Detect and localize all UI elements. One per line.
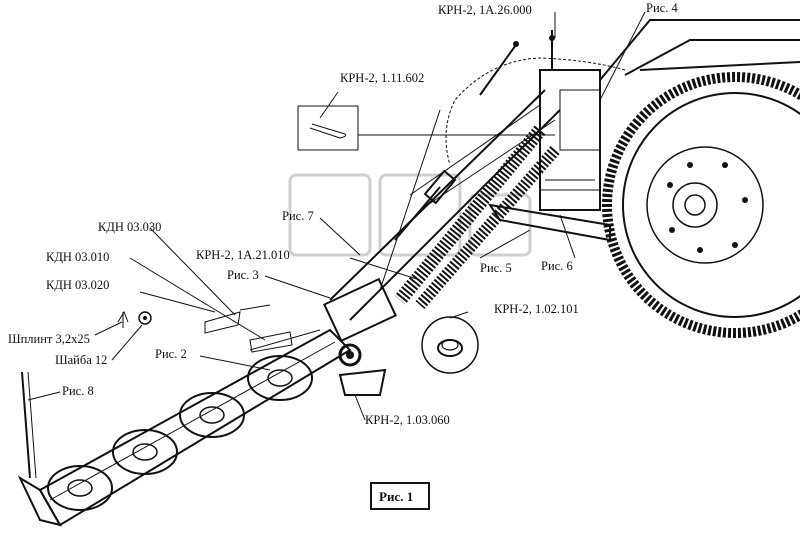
label-kdn-03030: КДН 03.030 bbox=[98, 220, 161, 234]
bracket-kdn-03010 bbox=[249, 331, 293, 353]
tractor-body bbox=[599, 19, 800, 81]
gearbox bbox=[323, 277, 397, 396]
label-krn-111602: КРН-2, 1.11.602 bbox=[340, 71, 424, 85]
label-krn-1a26000: КРН-2, 1А.26.000 bbox=[438, 3, 532, 17]
label-shplint: Шплинт 3,2х25 bbox=[8, 332, 90, 346]
side-shoe bbox=[21, 371, 37, 479]
spring-lower bbox=[415, 146, 560, 309]
lift-chain bbox=[445, 57, 626, 166]
label-ris8: Рис. 8 bbox=[62, 384, 94, 398]
lift-rod bbox=[479, 41, 519, 96]
hydraulic-cylinder bbox=[394, 169, 457, 241]
label-krn-103060: КРН-2, 1.03.060 bbox=[365, 413, 450, 427]
label-ris3: Рис. 3 bbox=[227, 268, 259, 282]
bracket-kdn-03030 bbox=[204, 304, 271, 334]
figure-label: Рис. 1 bbox=[379, 489, 413, 504]
label-ris2: Рис. 2 bbox=[155, 347, 187, 361]
label-ris4: Рис. 4 bbox=[646, 1, 678, 15]
tractor-wheel bbox=[602, 72, 800, 338]
label-krn-102101: КРН-2, 1.02.101 bbox=[494, 302, 579, 316]
label-ris5: Рис. 5 bbox=[480, 261, 512, 275]
cotter-pin-icon bbox=[117, 310, 129, 328]
hitch-frame bbox=[487, 30, 611, 242]
spring-upper bbox=[394, 125, 546, 305]
label-ris7: Рис. 7 bbox=[282, 209, 314, 223]
label-kdn-03020: КДН 03.020 bbox=[46, 278, 109, 292]
washer-icon bbox=[138, 311, 152, 325]
figure-label-box: Рис. 1 bbox=[370, 482, 430, 510]
lift-rod-end bbox=[513, 41, 519, 47]
cutter-discs bbox=[47, 355, 313, 511]
label-shaiba: Шайба 12 bbox=[55, 353, 107, 367]
label-krn-1a21010: КРН-2, 1А.21.010 bbox=[196, 248, 290, 262]
label-ris6: Рис. 6 bbox=[541, 259, 573, 273]
cutter-bar bbox=[17, 328, 352, 527]
detail-circle-nut bbox=[421, 316, 479, 374]
leader-lines bbox=[27, 11, 646, 421]
part-labels: КРН-2, 1А.26.000 Рис. 4 КРН-2, 1.11.602 … bbox=[8, 1, 678, 427]
detail-box-pin bbox=[297, 105, 555, 151]
label-kdn-03010: КДН 03.010 bbox=[46, 250, 109, 264]
